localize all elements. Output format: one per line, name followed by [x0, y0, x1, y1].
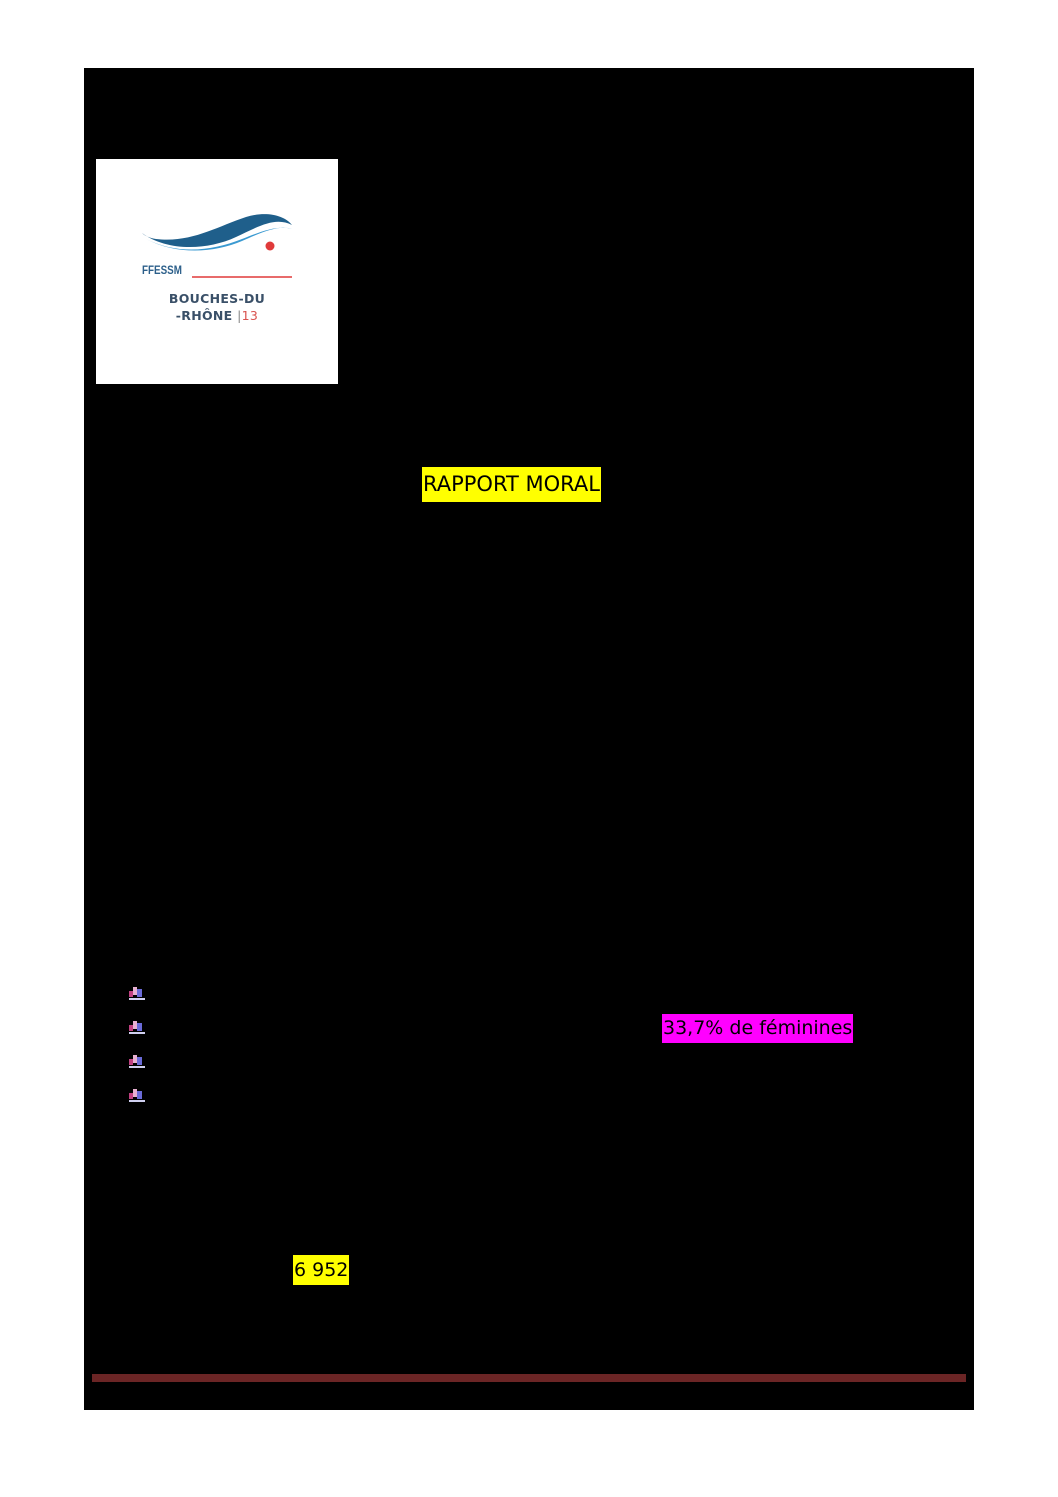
logo-region-line1: BOUCHES-DU — [168, 291, 266, 306]
logo-region-line2: -RHÔNE |13 — [96, 308, 338, 323]
ffessm-logo: FFESSM BOUCHES-DU -RHÔNE |13 — [96, 159, 338, 384]
logo-department-number: 13 — [241, 308, 259, 323]
footer-divider — [92, 1374, 966, 1382]
colored-bullet-icon — [127, 1088, 147, 1104]
document-page: FFESSM BOUCHES-DU -RHÔNE |13 RAPPORT MOR… — [84, 68, 974, 1410]
wave-logo-icon — [142, 214, 292, 278]
colored-bullet-icon — [127, 986, 147, 1002]
number-highlight: 6 952 — [293, 1255, 350, 1285]
logo-brand-text: FFESSM — [142, 263, 182, 277]
logo-separator: | — [237, 308, 242, 323]
feminines-highlight: 33,7% de féminines — [662, 1014, 854, 1043]
page-title: RAPPORT MORAL — [422, 467, 601, 502]
logo-region-name: -RHÔNE — [175, 308, 233, 323]
colored-bullet-icon — [127, 1020, 147, 1036]
colored-bullet-icon — [127, 1054, 147, 1070]
